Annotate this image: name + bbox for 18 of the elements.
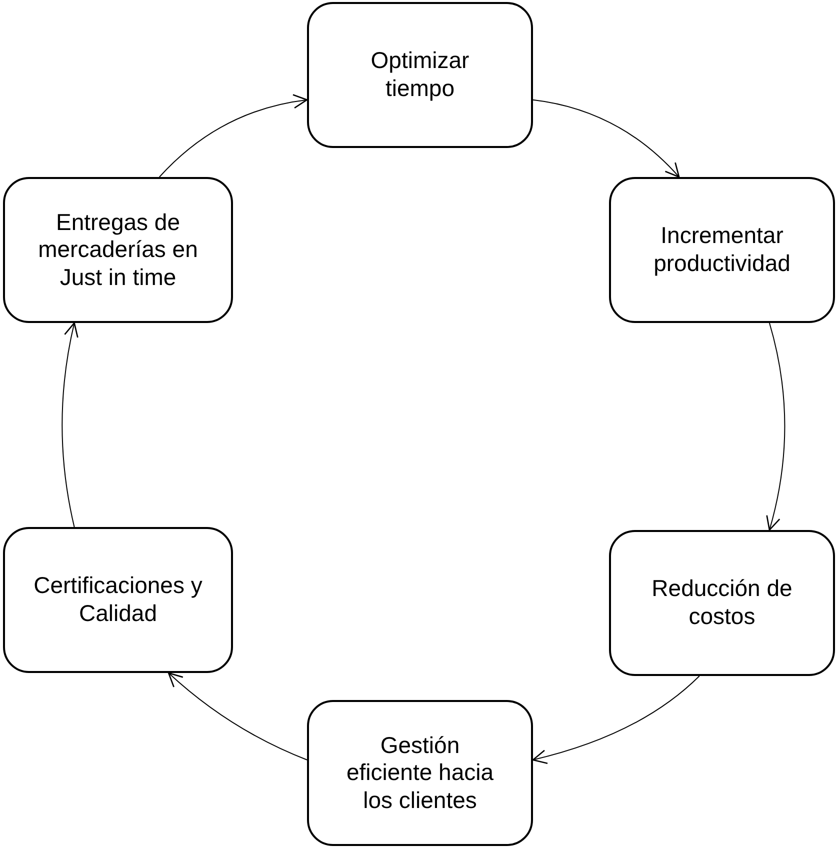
curved-arrow bbox=[532, 676, 700, 764]
rounded-box bbox=[609, 530, 835, 676]
rounded-box bbox=[307, 2, 533, 148]
rounded-box bbox=[3, 177, 233, 323]
box-label: Entregas de mercaderías en Just in time bbox=[37, 208, 199, 292]
curved-arrow bbox=[766, 322, 786, 531]
box-label: Gestión eficiente hacia los clientes bbox=[345, 732, 495, 814]
rounded-box bbox=[307, 700, 533, 846]
box-label: Certificaciones y Calidad bbox=[33, 572, 203, 628]
box-label: Reducción de costos bbox=[650, 575, 794, 631]
curved-arrow bbox=[158, 94, 308, 178]
curved-arrow bbox=[532, 99, 680, 178]
box-label: Incrementar productividad bbox=[652, 222, 792, 278]
curved-arrow bbox=[168, 672, 308, 760]
rounded-box bbox=[3, 527, 233, 673]
box-label: Optimizar tiempo bbox=[370, 47, 470, 103]
rounded-box bbox=[609, 177, 835, 323]
curved-arrow bbox=[62, 322, 79, 528]
